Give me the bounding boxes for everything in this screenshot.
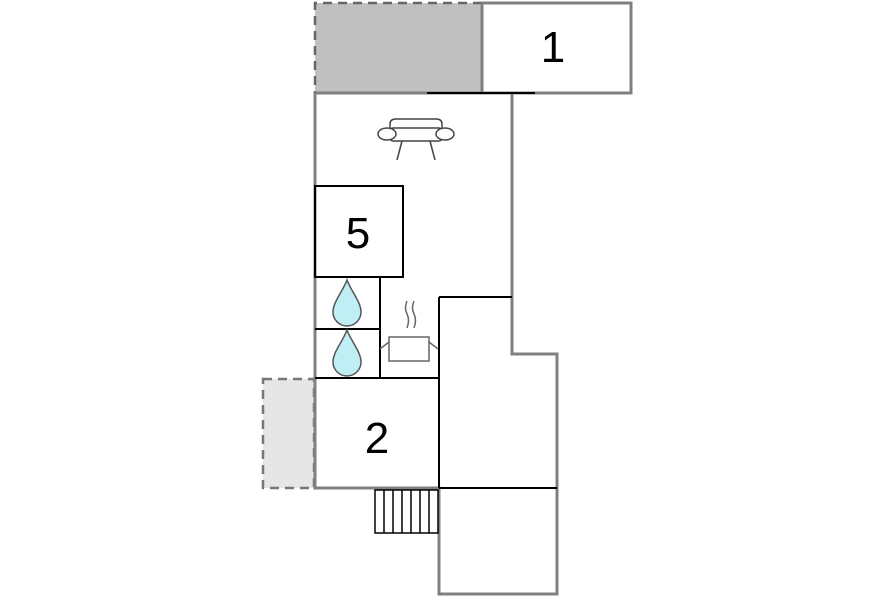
cooking-pot-icon — [379, 300, 439, 362]
water-drop-icon — [332, 277, 362, 327]
terrace-left — [261, 377, 316, 490]
stairs-icon — [374, 489, 439, 534]
interior-walls — [314, 185, 557, 489]
water-drop-icon — [332, 327, 362, 377]
room-1 — [480, 1, 633, 95]
room-number-5: 5 — [346, 209, 370, 258]
sofa-icon — [377, 118, 455, 161]
building-outline — [313, 91, 559, 596]
room-number-2: 2 — [365, 414, 389, 463]
room-number-1: 1 — [541, 23, 565, 72]
terrace-top — [313, 1, 482, 95]
